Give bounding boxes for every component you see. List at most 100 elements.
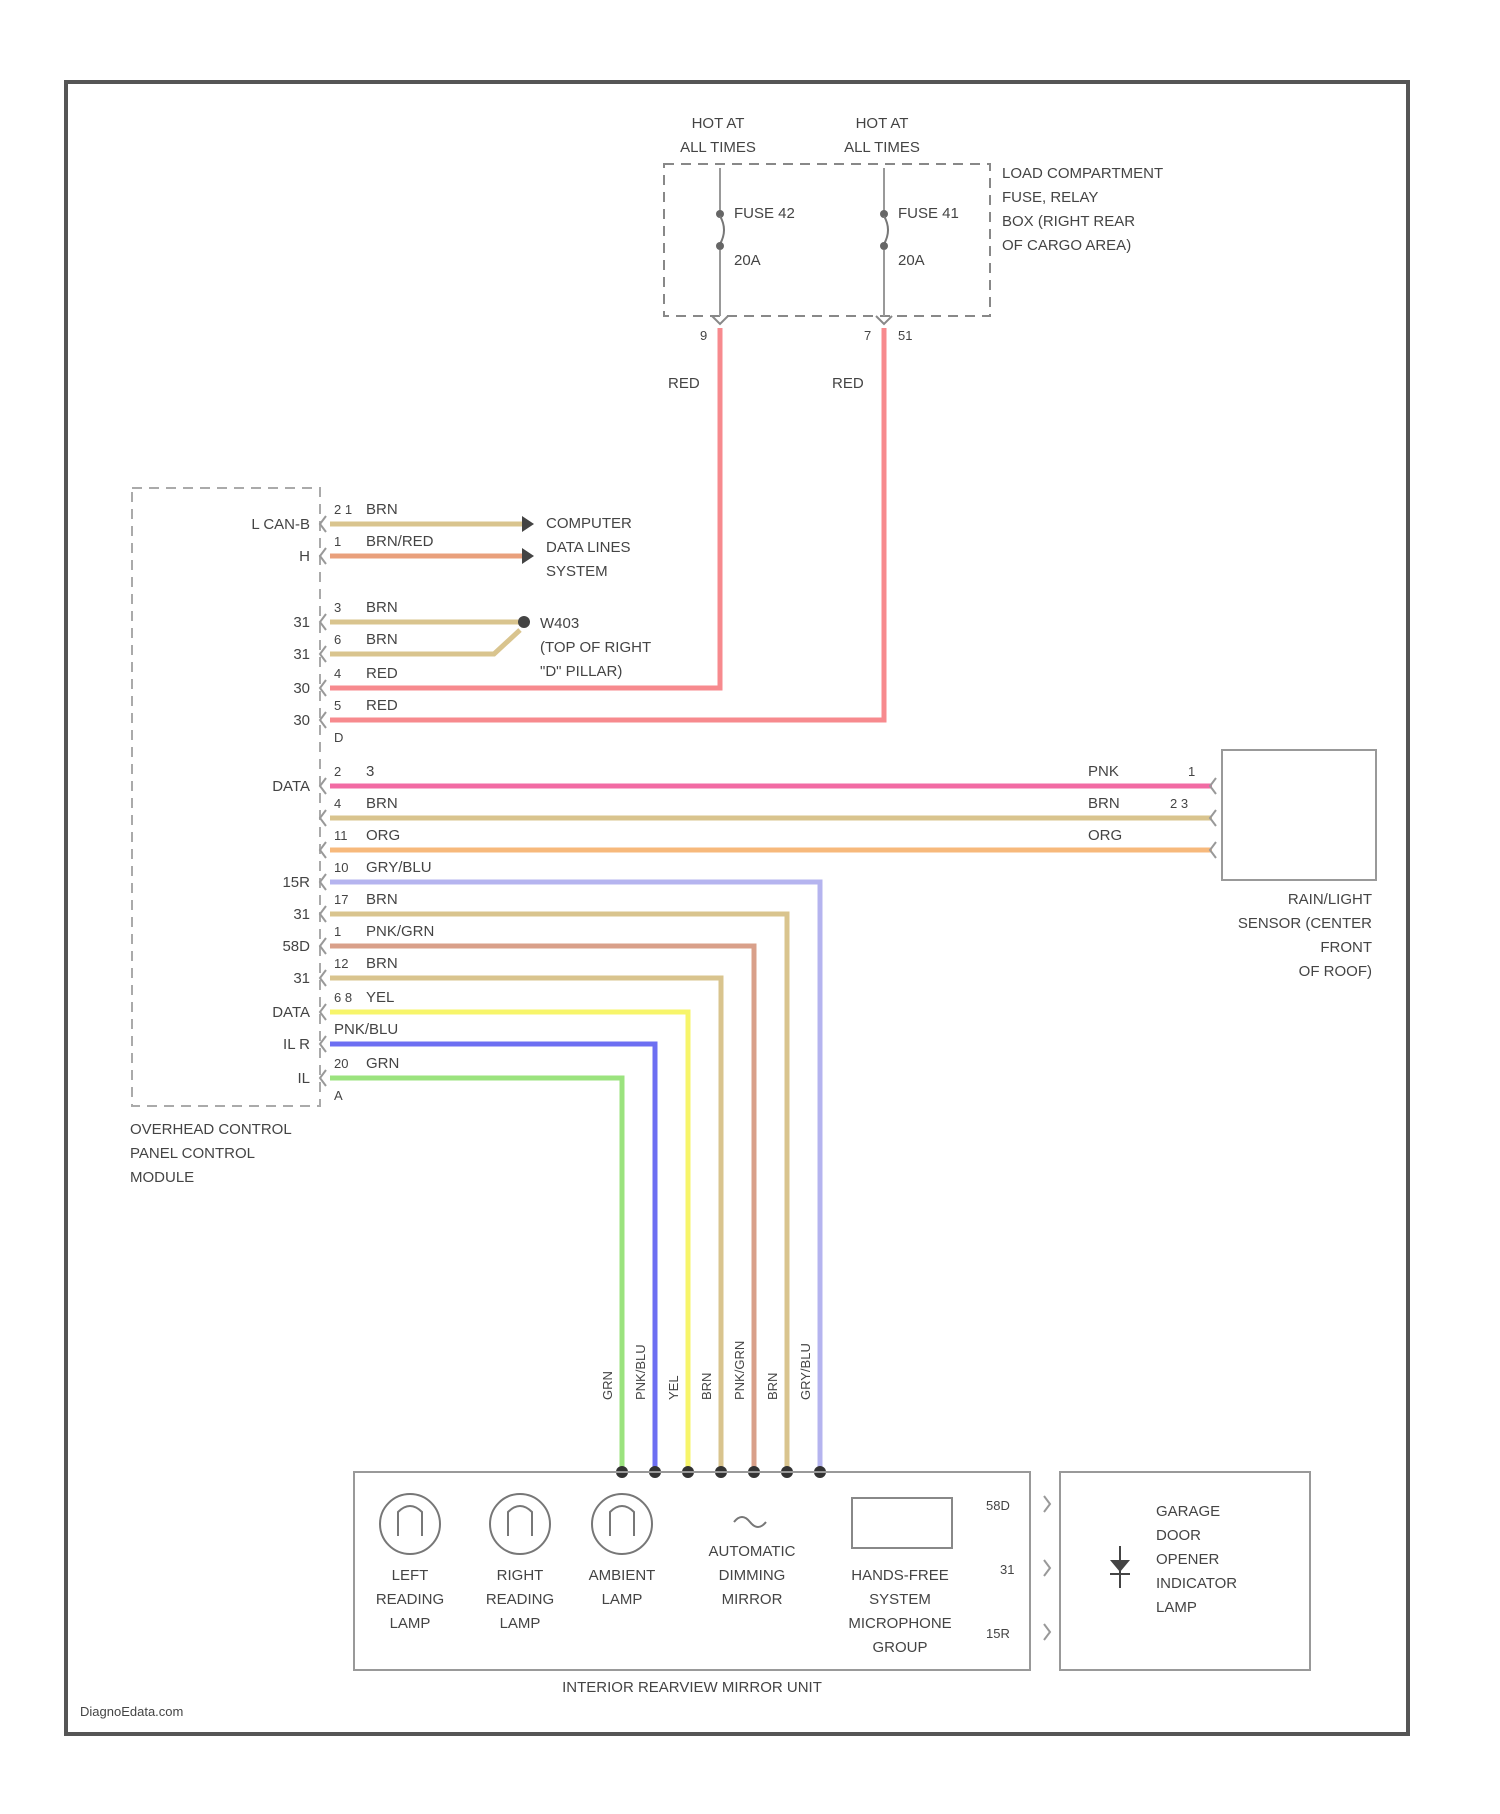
pin-sig: DATA — [272, 1004, 310, 1021]
pin-num: 1 — [334, 534, 341, 549]
hot-label-2b: ALL TIMES — [844, 139, 920, 156]
pin-sig: 31 — [293, 614, 310, 631]
arrow-right-icon — [522, 548, 534, 564]
fuse-41-icon — [884, 216, 888, 244]
mirror-wire-label: BRN — [765, 1373, 780, 1400]
fuse-41-amp: 20A — [898, 252, 925, 269]
pin-sig: 15R — [282, 874, 310, 891]
mirror-wire-label: YEL — [666, 1375, 681, 1400]
sensor-name-2: SENSOR (CENTER — [1238, 915, 1372, 932]
pin-wire: GRN — [366, 1055, 399, 1072]
garage-label-2: DOOR — [1156, 1527, 1201, 1544]
pin-wire: BRN — [366, 955, 398, 972]
auto-dim-label-2: DIMMING — [719, 1567, 786, 1584]
pin-wire: BRN — [366, 599, 398, 616]
pin-sig: 30 — [293, 712, 310, 729]
sensor-pin: 1 — [1188, 764, 1195, 779]
mirror-wire-label: BRN — [699, 1373, 714, 1400]
pin-wire: BRN — [366, 891, 398, 908]
pin-wire: ORG — [366, 827, 400, 844]
mirror-unit-name: INTERIOR REARVIEW MIRROR UNIT — [562, 1679, 822, 1696]
computer-data-label-1: COMPUTER — [546, 515, 632, 532]
handsfree-label-2: SYSTEM — [869, 1591, 931, 1608]
pin-wire: PNK/BLU — [334, 1021, 398, 1038]
fuse-terminal-icon — [880, 242, 888, 250]
pin-sig: 31 — [293, 646, 310, 663]
hot-label-1b: ALL TIMES — [680, 139, 756, 156]
pin-num: 2 1 — [334, 502, 352, 517]
pin-sig: IL R — [283, 1036, 310, 1053]
fuse-box-name-3: BOX (RIGHT REAR — [1002, 213, 1135, 230]
fuse-41-label: FUSE 41 — [898, 205, 959, 222]
pin-num: 6 8 — [334, 990, 352, 1005]
fuse-box-name-2: FUSE, RELAY — [1002, 189, 1098, 206]
pin-num: 2 — [334, 764, 341, 779]
ambient-lamp-label-2: LAMP — [602, 1591, 643, 1608]
sensor-wire-color: ORG — [1088, 827, 1122, 844]
pin-wire: BRN — [366, 501, 398, 518]
mirror-wire-label: GRN — [600, 1371, 615, 1400]
mirror-wire-labels: GRN PNK/BLU YEL BRN PNK/GRN BRN GRY/BLU — [600, 1341, 813, 1400]
pin-num: 10 — [334, 860, 348, 875]
lamp-bulb-icon — [490, 1494, 550, 1554]
sensor-name-3: FRONT — [1320, 939, 1372, 956]
pin-num: 1 — [334, 924, 341, 939]
mirror-wire-label: PNK/GRN — [732, 1341, 747, 1400]
pin-num: 3 — [334, 600, 341, 615]
pin-sig: DATA — [272, 778, 310, 795]
pin-wire: BRN/RED — [366, 533, 434, 550]
left-lamp-label-3: LAMP — [390, 1615, 431, 1632]
pin-sig: IL — [297, 1070, 310, 1087]
fuse-terminal-icon — [716, 242, 724, 250]
wire-il-r — [330, 1044, 655, 1472]
pin-sig: 30 — [293, 680, 310, 697]
garage-label-5: LAMP — [1156, 1599, 1197, 1616]
sensor-name-1: RAIN/LIGHT — [1288, 891, 1372, 908]
left-lamp-label-1: LEFT — [392, 1567, 429, 1584]
pin-num: A — [334, 1088, 343, 1103]
wire-il — [330, 1078, 622, 1472]
garage-door-indicator: GARAGE DOOR OPENER INDICATOR LAMP — [1060, 1472, 1310, 1670]
wires — [330, 328, 1212, 1472]
fuse-42-icon — [720, 216, 724, 244]
mirror-side-label: 15R — [986, 1626, 1010, 1641]
ocp-module-name-3: MODULE — [130, 1169, 194, 1186]
garage-label-3: OPENER — [1156, 1551, 1220, 1568]
wire-31-17 — [330, 914, 787, 1472]
ground-label-2: (TOP OF RIGHT — [540, 639, 651, 656]
pin-num: 4 — [334, 666, 341, 681]
ground-label-3: "D" PILLAR) — [540, 663, 622, 680]
ocp-module-name-2: PANEL CONTROL — [130, 1145, 255, 1162]
pin-wire: RED — [366, 697, 398, 714]
mirror-wire-label: GRY/BLU — [798, 1343, 813, 1400]
pin-wire: RED — [366, 665, 398, 682]
lamp-bulb-icon — [592, 1494, 652, 1554]
interior-mirror-unit: LEFT READING LAMP RIGHT READING LAMP AMB… — [354, 1472, 1050, 1696]
wire-31-12 — [330, 978, 721, 1472]
handsfree-label-1: HANDS-FREE — [851, 1567, 949, 1584]
pin-num: 17 — [334, 892, 348, 907]
mirror-side-label: 31 — [1000, 1562, 1014, 1577]
pin-num: D — [334, 730, 343, 745]
watermark: DiagnoEdata.com — [80, 1704, 183, 1719]
connector-icon — [712, 316, 728, 324]
computer-data-label-2: DATA LINES — [546, 539, 630, 556]
microphone-group-icon — [852, 1498, 952, 1548]
pin-sig: 31 — [293, 970, 310, 987]
sensor-wire-color: PNK — [1088, 763, 1119, 780]
mirror-icon — [734, 1517, 766, 1527]
pin-num: 11 — [334, 828, 348, 843]
pin-num: 6 — [334, 632, 341, 647]
pin-num: 5 — [334, 698, 341, 713]
ground-label-1: W403 — [540, 615, 579, 632]
garage-label-4: INDICATOR — [1156, 1575, 1237, 1592]
pin-num: 12 — [334, 956, 348, 971]
handsfree-label-4: GROUP — [872, 1639, 927, 1656]
sensor-wire-color: BRN — [1088, 795, 1120, 812]
pin-sig: 58D — [282, 938, 310, 955]
fuse-42-label: FUSE 42 — [734, 205, 795, 222]
wire-ground-31b — [330, 630, 520, 654]
fuse-pin-1: 9 — [700, 328, 707, 343]
pin-wire: YEL — [366, 989, 394, 1006]
right-lamp-label-2: READING — [486, 1591, 554, 1608]
